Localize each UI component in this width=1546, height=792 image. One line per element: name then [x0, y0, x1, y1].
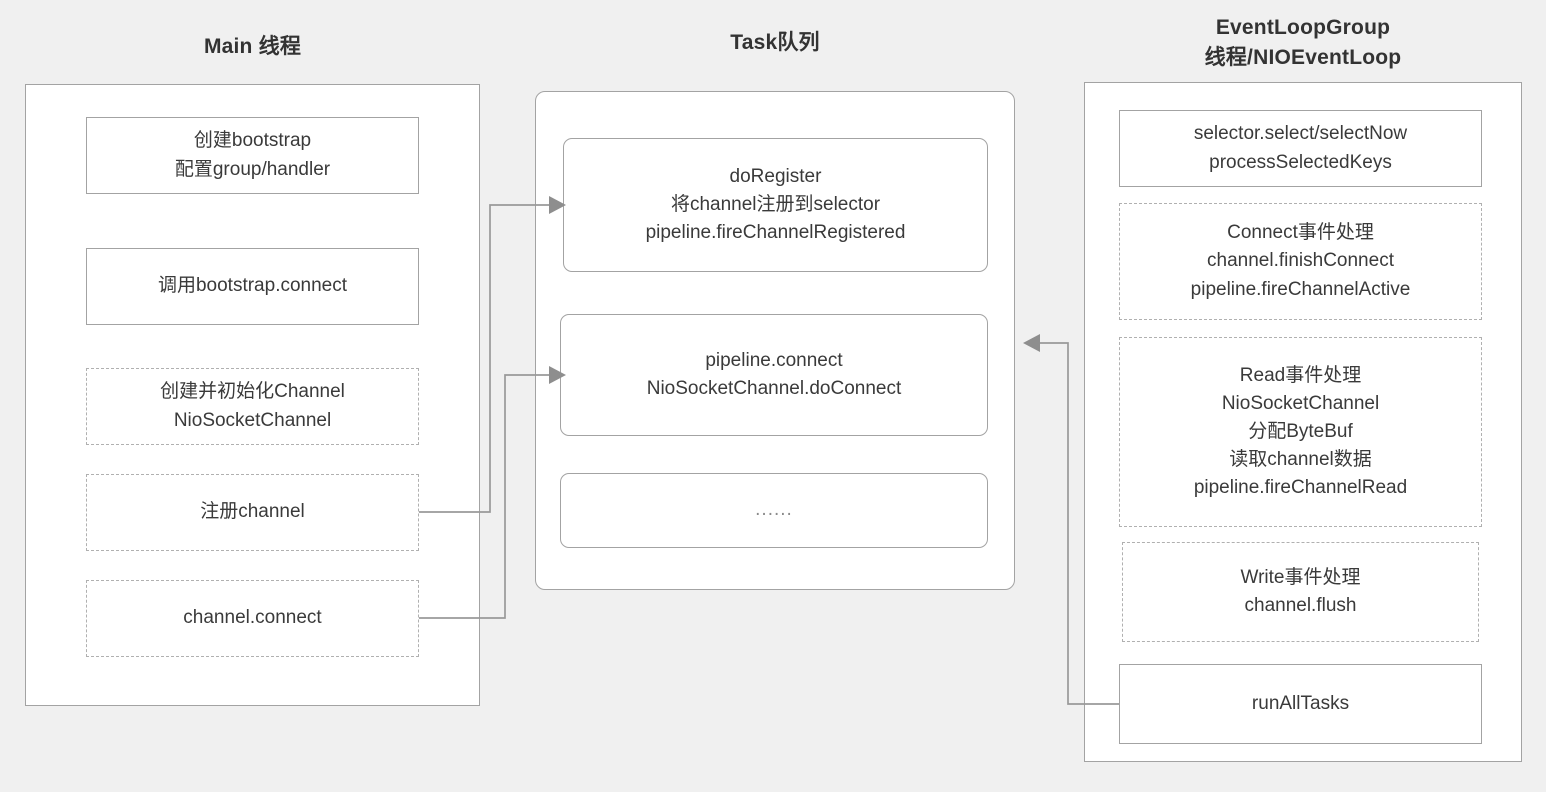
node-create-init-channel[interactable]: 创建并初始化Channel NioSocketChannel — [86, 368, 419, 445]
node-do-register[interactable]: doRegister 将channel注册到selector pipeline.… — [563, 138, 988, 272]
node-create-bootstrap[interactable]: 创建bootstrap 配置group/handler — [86, 117, 419, 194]
column-title-eventloopgroup: EventLoopGroup 线程/NIOEventLoop — [1204, 16, 1402, 70]
node-read-event[interactable]: Read事件处理 NioSocketChannel 分配ByteBuf 读取ch… — [1119, 337, 1482, 527]
node-task-ellipsis[interactable]: ...... — [560, 473, 988, 548]
arrowhead-task-queue — [1023, 334, 1040, 352]
column-title-task-queue: Task队列 — [730, 31, 820, 54]
node-pipeline-connect[interactable]: pipeline.connect NioSocketChannel.doConn… — [560, 314, 988, 436]
node-call-bootstrap-connect[interactable]: 调用bootstrap.connect — [86, 248, 419, 325]
node-register-channel[interactable]: 注册channel — [86, 474, 419, 551]
node-channel-connect[interactable]: channel.connect — [86, 580, 419, 657]
node-connect-event[interactable]: Connect事件处理 channel.finishConnect pipeli… — [1119, 203, 1482, 320]
column-title-main: Main 线程 — [203, 35, 302, 58]
node-write-event[interactable]: Write事件处理 channel.flush — [1122, 542, 1479, 642]
node-selector-select[interactable]: selector.select/selectNow processSelecte… — [1119, 110, 1482, 187]
node-run-all-tasks[interactable]: runAllTasks — [1119, 664, 1482, 744]
